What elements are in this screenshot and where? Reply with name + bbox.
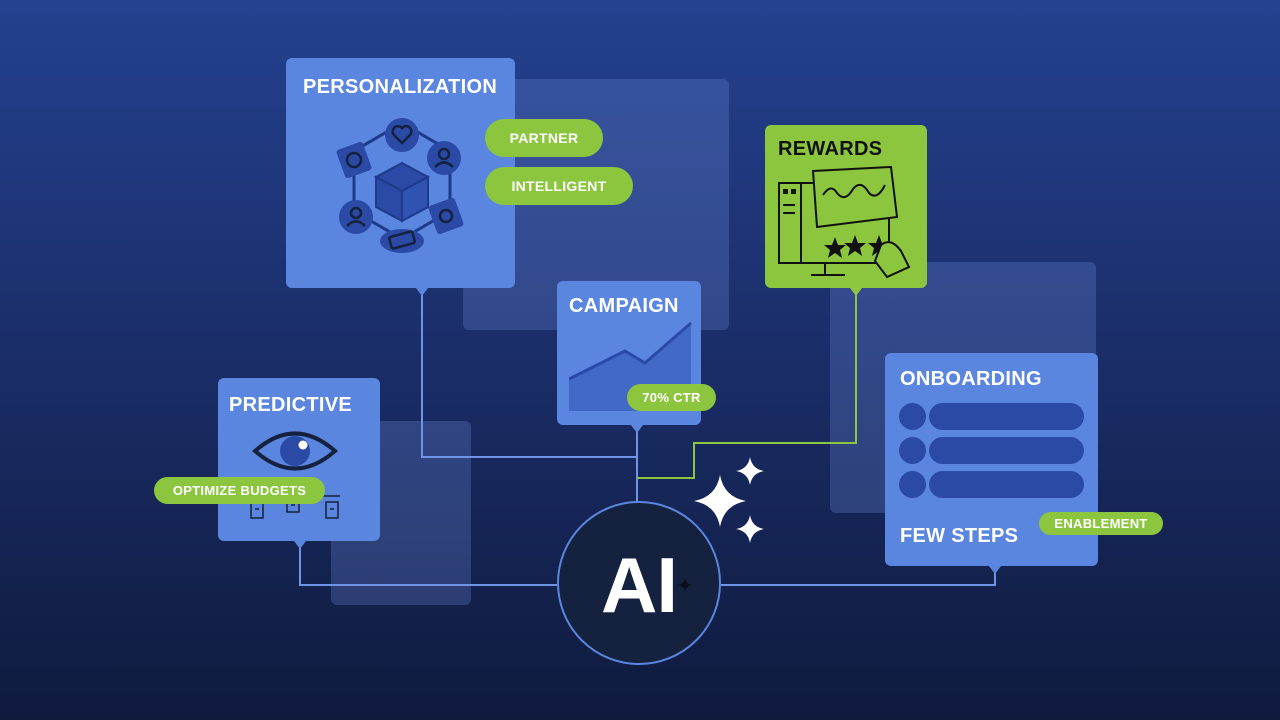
- pointer: [989, 566, 1001, 574]
- few-steps-label: FEW STEPS: [900, 525, 1019, 547]
- predictive-card: PREDICTIVE: [218, 378, 380, 541]
- checklist-row-dot: [899, 471, 926, 498]
- sparkle-icon: [694, 457, 764, 543]
- partner-tag: PARTNER: [485, 119, 603, 157]
- personalization-card: PERSONALIZATION: [286, 58, 515, 288]
- network-box-icon: [336, 118, 464, 253]
- connector-personalization: [421, 288, 637, 458]
- rewards-title: REWARDS: [778, 138, 883, 160]
- onboarding-card: ONBOARDING FEW STEPS: [885, 353, 1098, 566]
- checklist-row-dot: [899, 403, 926, 430]
- optimize-budgets-tag: OPTIMIZE BUDGETS: [154, 477, 325, 504]
- checklist-row-bar: [929, 471, 1084, 498]
- connector-rewards: [637, 288, 857, 479]
- pointer: [850, 288, 862, 296]
- small-sparkle-icon: [678, 578, 692, 592]
- predictive-title: PREDICTIVE: [229, 394, 353, 416]
- checklist-row-bar: [929, 403, 1084, 430]
- eye-icon: [252, 431, 338, 471]
- connector-onboarding: [721, 566, 996, 586]
- checklist-row-bar: [929, 437, 1084, 464]
- intelligent-tag: INTELLIGENT: [485, 167, 633, 205]
- ctr-tag: 70% CTR: [627, 384, 716, 411]
- personalization-title: PERSONALIZATION: [303, 76, 498, 98]
- rewards-card: REWARDS: [765, 125, 927, 288]
- campaign-title: CAMPAIGN: [569, 295, 679, 317]
- checklist-row-dot: [899, 437, 926, 464]
- pointer: [416, 288, 428, 296]
- onboarding-title: ONBOARDING: [900, 368, 1042, 390]
- connector-predictive: [299, 541, 557, 586]
- rating-stars-icon: [778, 165, 911, 279]
- pointer: [631, 425, 643, 433]
- enablement-tag: ENABLEMENT: [1039, 512, 1163, 535]
- ai-label: AI: [601, 540, 678, 629]
- pointer: [294, 541, 306, 549]
- ai-hub: AI: [557, 501, 721, 665]
